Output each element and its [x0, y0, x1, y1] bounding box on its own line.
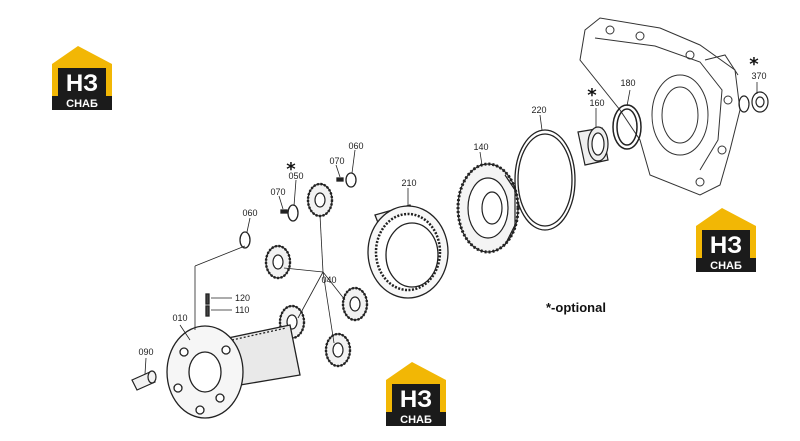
- part-090: [131, 370, 157, 391]
- part-140: [456, 162, 520, 254]
- label-370: 370: [751, 71, 766, 81]
- label-140: 140: [473, 142, 488, 152]
- label-050: 050: [288, 171, 303, 181]
- leader-lines: [144, 82, 758, 375]
- label-220: 220: [531, 105, 546, 115]
- logo-mark: НЗ: [710, 232, 742, 259]
- logo-bottom: НЗ СНАБ: [386, 362, 446, 426]
- label-040: 040: [321, 275, 336, 285]
- label-070-left: 070: [270, 187, 285, 197]
- part-labels: 180 160 220 140 210 370 040 050 060 060 …: [138, 71, 766, 357]
- asterisk-370: *: [749, 54, 759, 75]
- part-220: [514, 129, 576, 231]
- logo-word: СНАБ: [400, 414, 432, 426]
- logo-mark: НЗ: [400, 386, 432, 413]
- label-070-top: 070: [329, 156, 344, 166]
- optional-note: *-optional: [546, 300, 606, 315]
- label-090: 090: [138, 347, 153, 357]
- part-160: [577, 126, 609, 166]
- part-180: [612, 104, 642, 150]
- part-370: [738, 91, 769, 113]
- logo-right: НЗ СНАБ: [696, 208, 756, 272]
- asterisk-160: *: [587, 85, 597, 106]
- logo-word: СНАБ: [710, 260, 742, 272]
- transmission-housing: [579, 17, 741, 196]
- part-010: [166, 324, 301, 419]
- planet-gears-040: [264, 182, 369, 368]
- label-160: 160: [589, 98, 604, 108]
- label-120: 120: [235, 293, 250, 303]
- part-210: [367, 204, 449, 299]
- label-210: 210: [401, 178, 416, 188]
- logo-mark: НЗ: [66, 70, 98, 97]
- logo-word: СНАБ: [66, 98, 98, 110]
- asterisk-050: *: [286, 159, 296, 180]
- label-010: 010: [172, 313, 187, 323]
- label-060-left: 060: [242, 208, 257, 218]
- small-parts: [205, 172, 357, 317]
- optional-markers: * * *: [286, 54, 759, 180]
- label-110: 110: [235, 305, 249, 315]
- logo-top-left: НЗ СНАБ: [52, 46, 112, 110]
- label-180: 180: [620, 78, 635, 88]
- label-060-top: 060: [348, 141, 363, 151]
